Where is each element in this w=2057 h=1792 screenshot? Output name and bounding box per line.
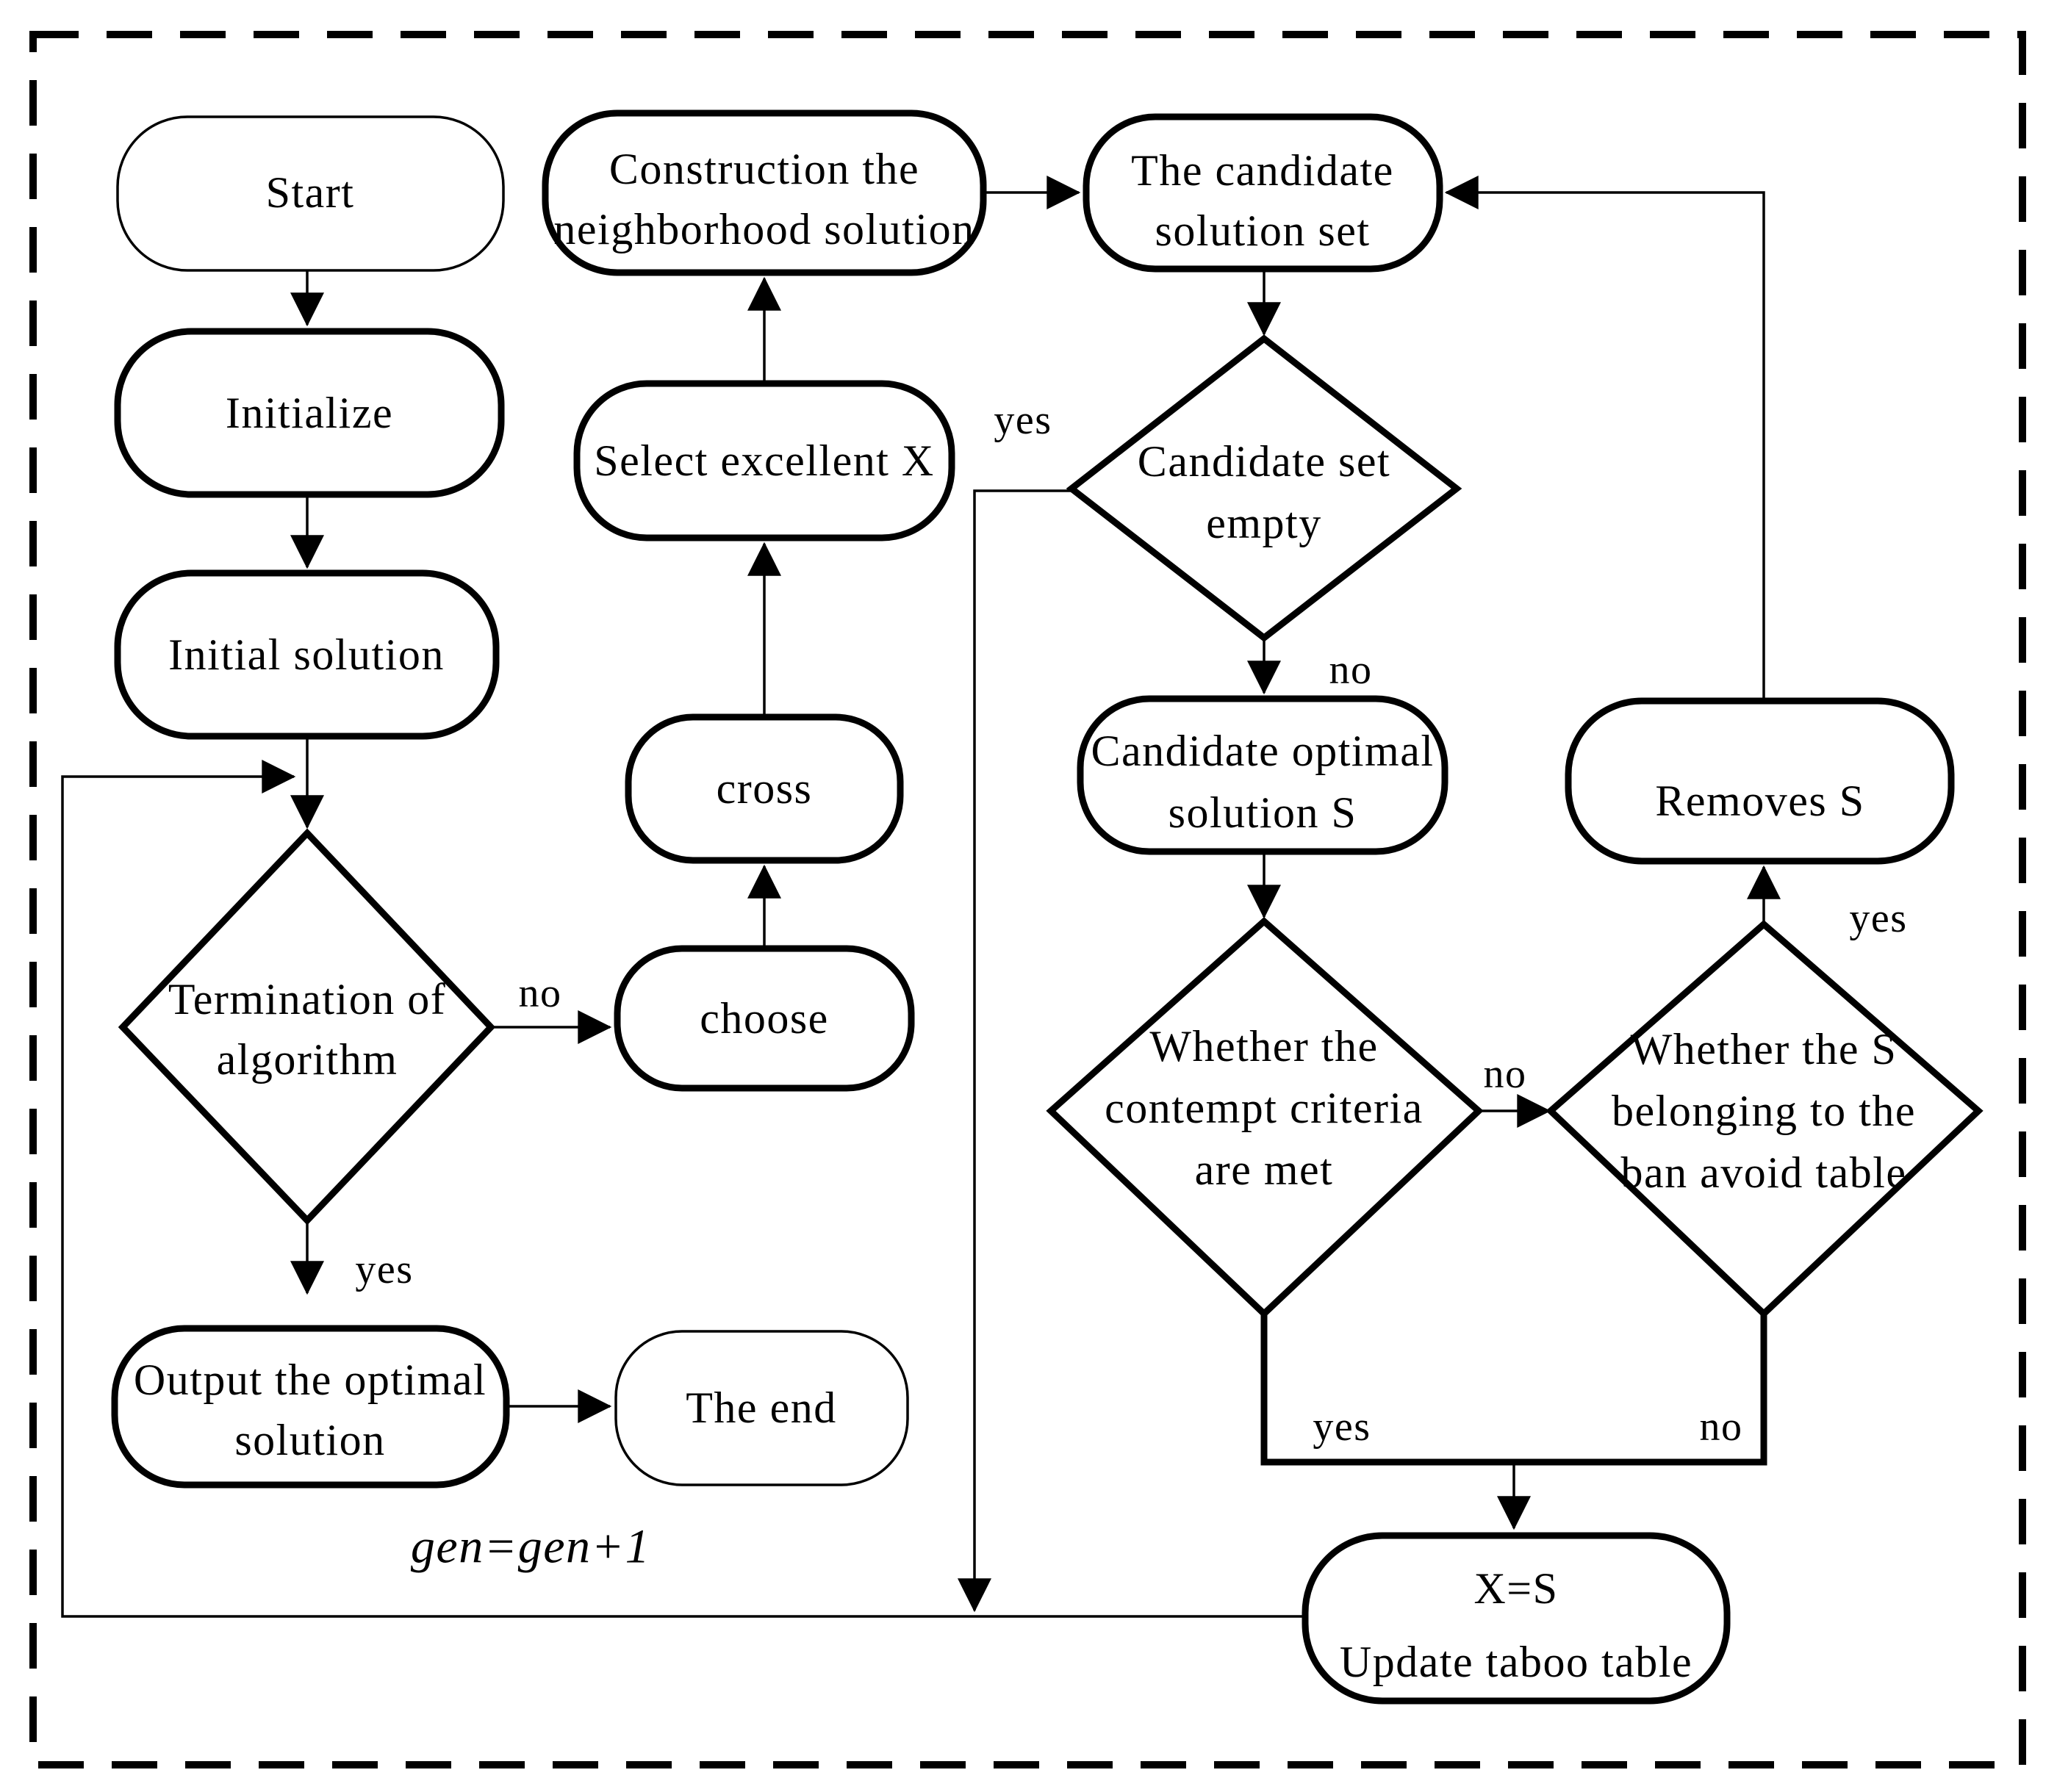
node-candidate-set <box>1083 113 1443 273</box>
label-termination-no: no <box>519 971 562 1016</box>
label-candidate-optimal-line1: Candidate optimal <box>1091 727 1434 775</box>
node-contempt-decision <box>1046 916 1484 1319</box>
label-candidate-set-line1: The candidate <box>1131 146 1394 195</box>
node-start <box>116 115 505 272</box>
label-belonging-line2: belonging to the <box>1612 1087 1916 1135</box>
node-initial-solution <box>114 569 500 740</box>
dashed-border <box>29 31 2026 1768</box>
label-output-line1: Output the optimal <box>134 1356 487 1404</box>
node-choose <box>614 945 915 1092</box>
node-update-taboo <box>1302 1532 1731 1705</box>
label-belonging-line1: Whether the S <box>1631 1025 1898 1073</box>
label-belonging-line3: ban avoid table <box>1620 1148 1906 1197</box>
label-candidate-optimal-line2: solution S <box>1168 788 1357 837</box>
node-select-excellent <box>573 380 955 541</box>
label-contempt-yes: yes <box>1313 1404 1371 1450</box>
label-output-line2: solution <box>234 1416 385 1464</box>
label-select-excellent: Select excellent X <box>594 436 934 485</box>
label-initialize: Initialize <box>226 389 393 437</box>
edge-feedback-loop <box>61 760 1307 1618</box>
label-empty-yes: yes <box>994 397 1052 443</box>
label-contempt-line1: Whether the <box>1149 1022 1378 1070</box>
label-construction-line2: neighborhood solution <box>553 205 974 253</box>
node-belonging-decision <box>1546 920 1984 1319</box>
label-construction-line1: Construction the <box>609 145 919 193</box>
label-candidate-empty-line1: Candidate set <box>1138 437 1390 486</box>
label-initial-solution: Initial solution <box>168 630 445 679</box>
label-update-line2: Update taboo table <box>1340 1638 1692 1686</box>
node-candidate-empty-decision <box>1066 334 1462 642</box>
label-removes: Removes S <box>1655 777 1864 825</box>
node-termination-decision <box>118 828 496 1226</box>
label-candidate-empty-line2: empty <box>1206 499 1321 547</box>
label-update-line1: X=S <box>1473 1564 1558 1613</box>
node-initialize <box>114 328 505 498</box>
label-contempt-line2: contempt criteria <box>1105 1084 1424 1132</box>
node-output-optimal <box>111 1325 510 1489</box>
label-the-end: The end <box>686 1383 836 1432</box>
node-removes <box>1565 697 1955 865</box>
node-candidate-optimal <box>1077 695 1448 855</box>
node-construction <box>542 109 987 276</box>
label-gen-counter: gen=gen+1 <box>411 1520 650 1574</box>
label-termination-line1: Termination of <box>168 975 446 1023</box>
label-cross: cross <box>717 764 813 813</box>
edge-removes-to-candidate-set <box>1444 176 1765 701</box>
label-termination-line2: algorithm <box>217 1035 398 1084</box>
node-the-end <box>614 1330 909 1486</box>
label-empty-no: no <box>1329 647 1373 693</box>
label-termination-yes: yes <box>355 1247 413 1292</box>
label-candidate-set-line2: solution set <box>1155 206 1370 255</box>
label-choose: choose <box>700 994 829 1043</box>
edge-empty-yes-to-feedback <box>958 489 1074 1613</box>
label-contempt-line3: are met <box>1195 1145 1334 1194</box>
label-start: Start <box>266 168 355 217</box>
label-belonging-no: no <box>1700 1404 1743 1450</box>
node-cross <box>625 713 904 864</box>
label-belonging-yes: yes <box>1849 896 1907 941</box>
label-contempt-no: no <box>1484 1051 1527 1097</box>
